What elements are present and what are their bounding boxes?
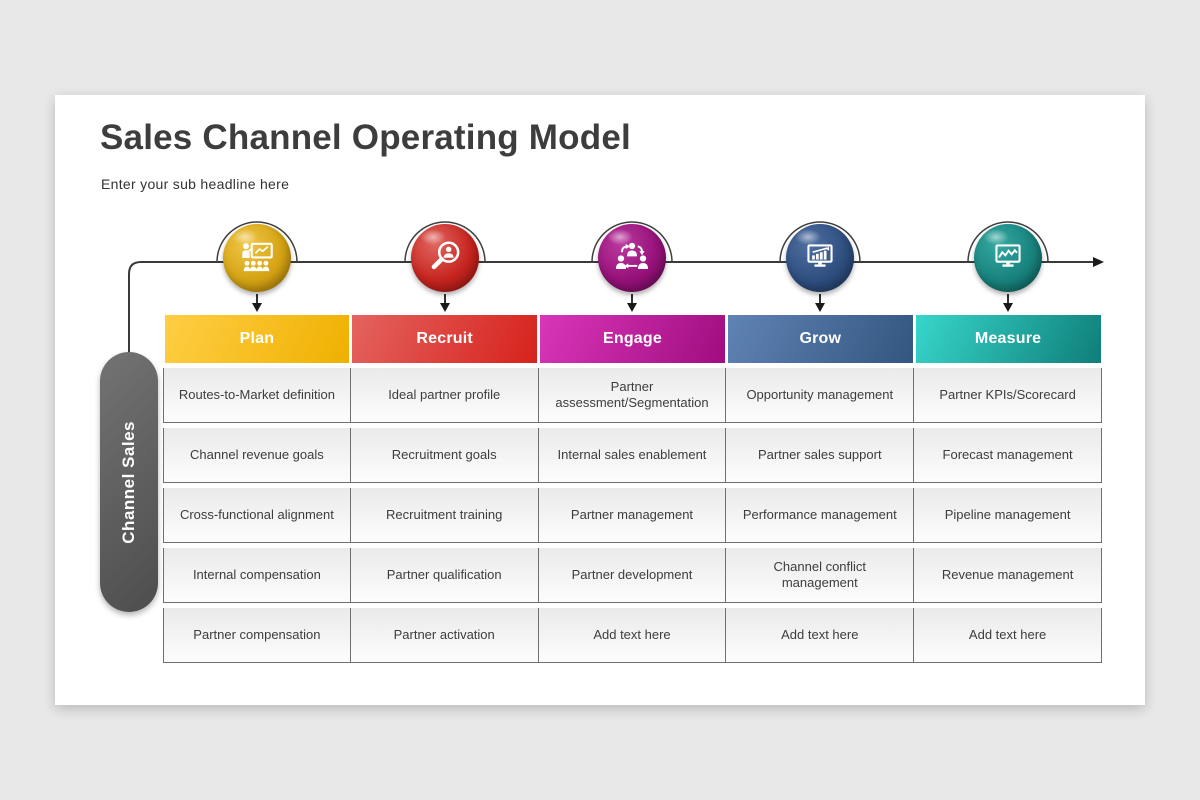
table-cell: Partner KPIs/Scorecard xyxy=(914,368,1102,423)
table-cell: Opportunity management xyxy=(726,368,915,423)
table-cell: Add text here xyxy=(538,608,727,663)
table-cell: Ideal partner profile xyxy=(350,368,539,423)
table-cell: Add text here xyxy=(914,608,1102,663)
table-cell: Add text here xyxy=(726,608,915,663)
table-cell: Partner development xyxy=(538,548,727,603)
operating-model-table: Plan Recruit Engage Grow Measure Routes-… xyxy=(163,315,1102,663)
table-cell: Revenue management xyxy=(914,548,1102,603)
table-cell: Cross-functional alignment xyxy=(163,488,351,543)
table-cell: Channel revenue goals xyxy=(163,428,351,483)
node-plan xyxy=(223,224,291,292)
node-engage xyxy=(598,224,666,292)
channel-sales-label: Channel Sales xyxy=(119,420,138,544)
page-title: Sales Channel Operating Model xyxy=(100,118,631,157)
table-cell: Internal compensation xyxy=(163,548,351,603)
column-header-recruit: Recruit xyxy=(352,315,538,363)
table-cell: Performance management xyxy=(726,488,915,543)
column-header-plan: Plan xyxy=(164,315,350,363)
table-cell: Pipeline management xyxy=(914,488,1102,543)
node-measure xyxy=(974,224,1042,292)
page-subtitle: Enter your sub headline here xyxy=(101,176,290,192)
column-header-grow: Grow xyxy=(727,315,913,363)
table-cell: Internal sales enablement xyxy=(538,428,727,483)
table-cell: Channel conflict management xyxy=(726,548,915,603)
column-header-engage: Engage xyxy=(540,315,725,363)
column-header-measure: Measure xyxy=(915,315,1101,363)
table-cell: Partner qualification xyxy=(350,548,539,603)
table-cell: Forecast management xyxy=(914,428,1102,483)
table-cell: Partner sales support xyxy=(726,428,915,483)
channel-sales-pill: Channel Sales xyxy=(100,352,158,612)
node-recruit xyxy=(411,224,479,292)
search-person-icon xyxy=(431,241,460,270)
table-cell: Partner compensation xyxy=(163,608,351,663)
table-cell: Recruitment goals xyxy=(350,428,539,483)
table-cell: Routes-to-Market definition xyxy=(163,368,351,423)
table-cell: Partner assessment/Segmentation xyxy=(538,368,727,423)
people-network-icon xyxy=(615,242,649,270)
table-cell: Partner activation xyxy=(350,608,539,663)
presentation-training-icon xyxy=(242,242,273,272)
table-cell: Partner management xyxy=(538,488,727,543)
line-chart-monitor-icon xyxy=(995,244,1021,267)
bar-chart-monitor-icon xyxy=(807,244,833,267)
node-grow xyxy=(786,224,854,292)
table-cell: Recruitment training xyxy=(350,488,539,543)
